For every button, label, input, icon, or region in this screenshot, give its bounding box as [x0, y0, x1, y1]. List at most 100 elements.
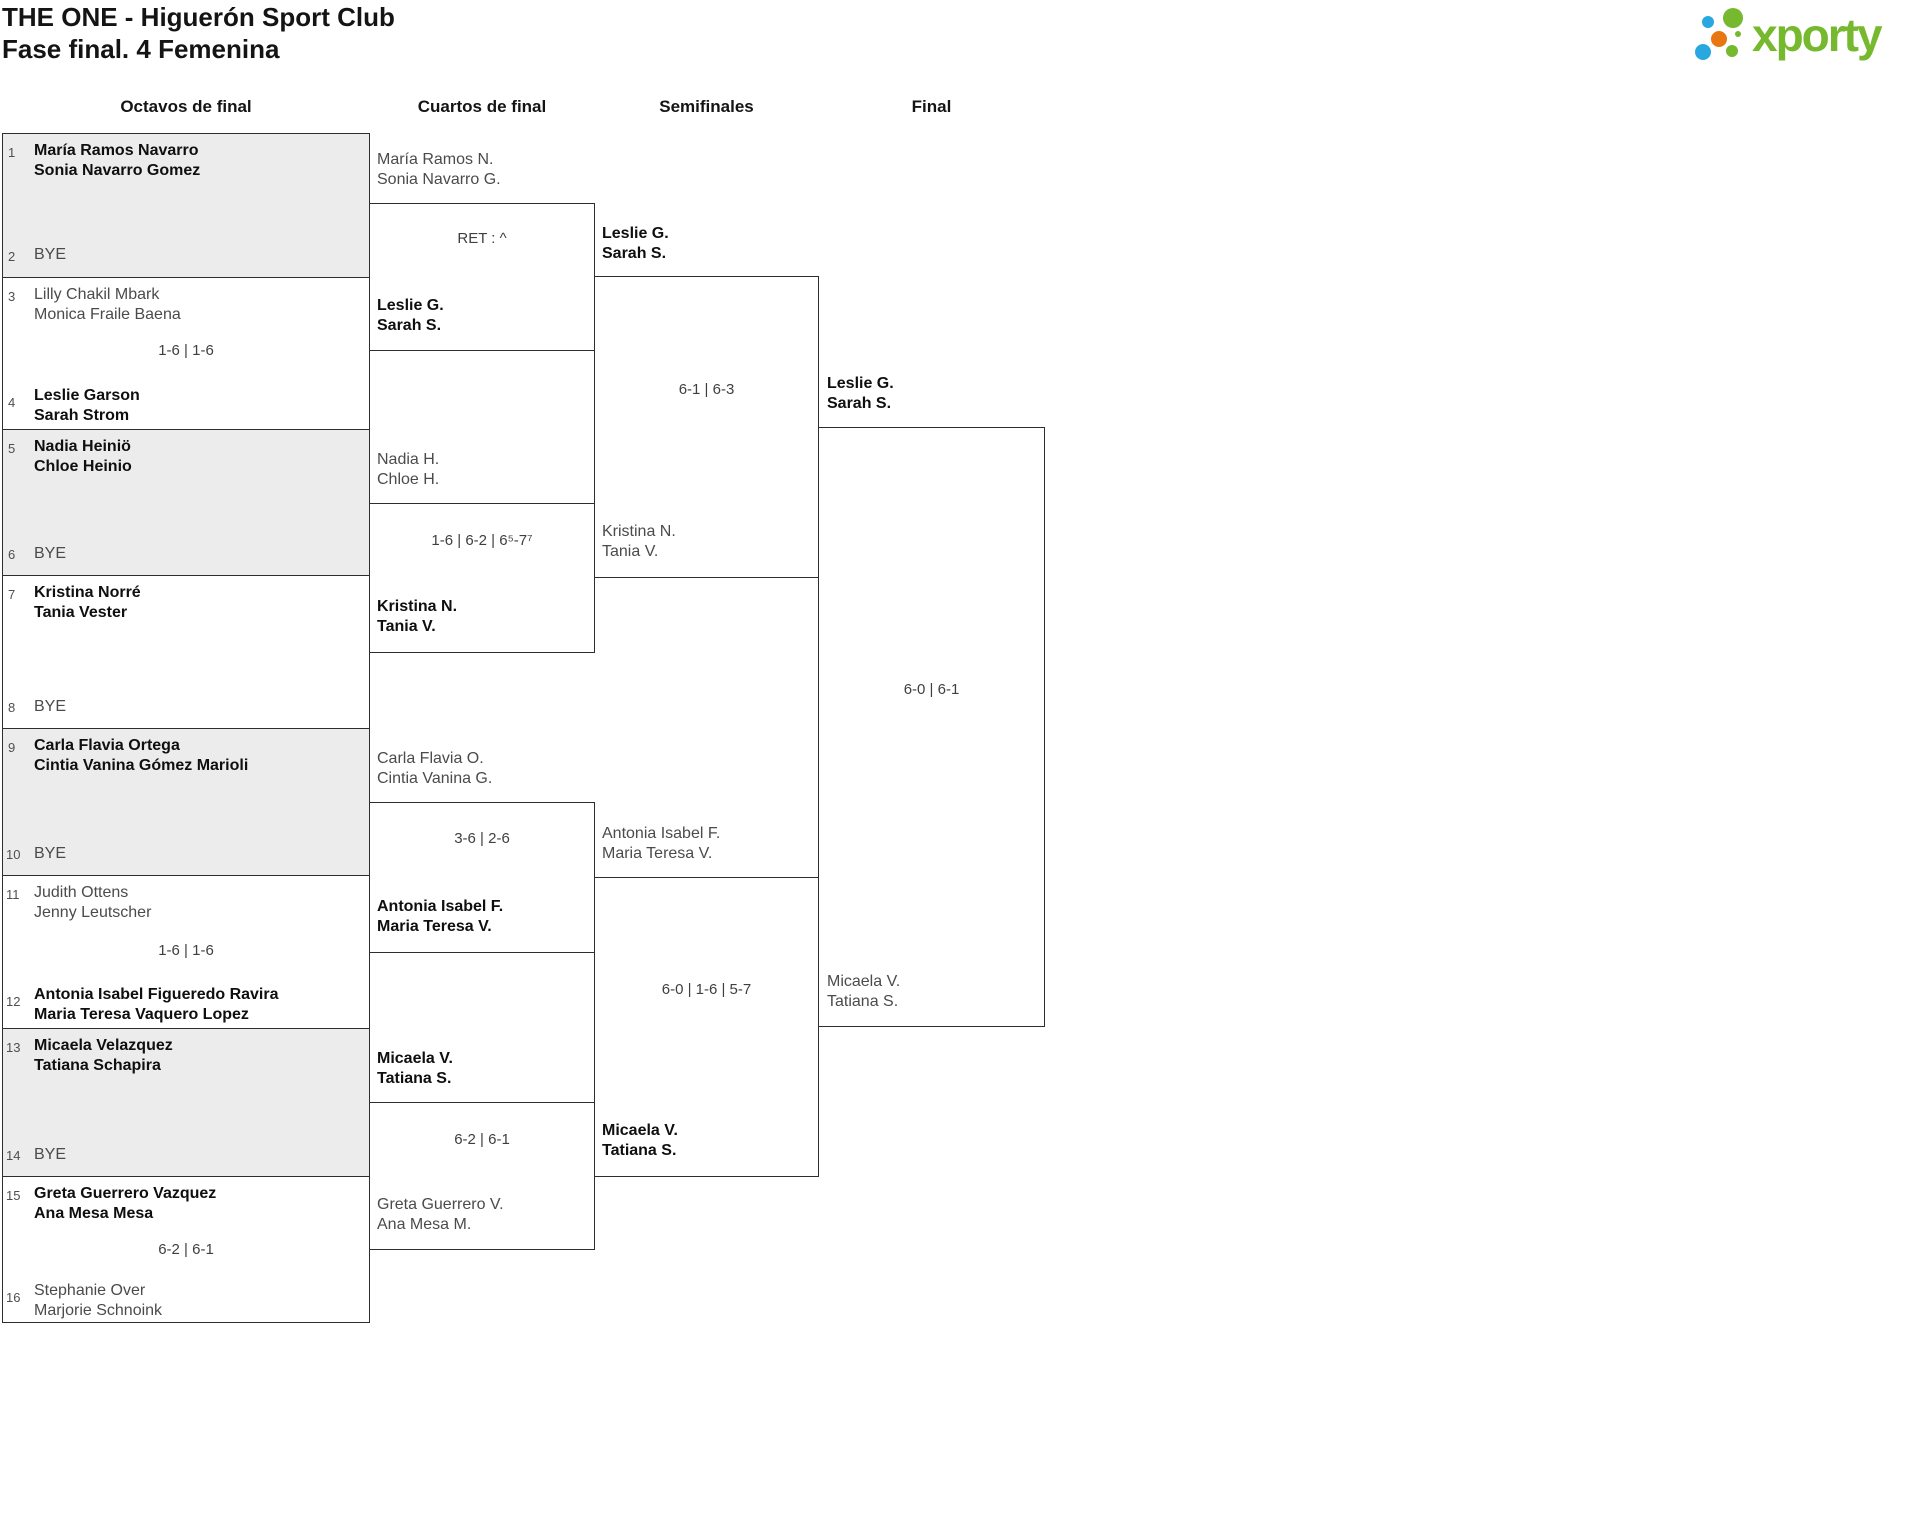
- player-name: Stephanie Over: [34, 1282, 146, 1299]
- player-name: Chloe Heinio: [34, 458, 132, 475]
- logo-dot-blue-small: [1702, 16, 1714, 28]
- player-name: Micaela V.: [377, 1050, 453, 1067]
- team-pair: Lilly Chakil Mbark Monica Fraile Baena: [34, 285, 181, 325]
- player-name: Judith Ottens: [34, 884, 129, 901]
- bye-label: BYE: [34, 545, 67, 562]
- player-name: Carla Flavia O.: [377, 750, 484, 767]
- seed-number: 7: [8, 587, 16, 602]
- player-name: Leslie Garson: [34, 387, 140, 404]
- player-name: Leslie G.: [827, 375, 894, 392]
- seed-number: 14: [6, 1148, 21, 1163]
- player-name: María Ramos Navarro: [34, 142, 199, 159]
- player-name: Cintia Vanina G.: [377, 770, 493, 787]
- r16-match-2-box: [2, 277, 370, 430]
- player-name: Tatiana Schapira: [34, 1057, 161, 1074]
- team-pair: Antonia Isabel F. Maria Teresa V.: [602, 824, 720, 864]
- player-name: Micaela V.: [827, 973, 901, 990]
- seed-number: 9: [8, 740, 16, 755]
- seed-number: 3: [8, 289, 16, 304]
- player-name: Antonia Isabel F.: [602, 825, 721, 842]
- team-pair: Greta Guerrero Vazquez Ana Mesa Mesa: [34, 1184, 216, 1224]
- bye-label: BYE: [34, 698, 67, 715]
- player-name: Sonia Navarro G.: [377, 171, 501, 188]
- match-score: 6-0 | 6-1: [903, 681, 960, 698]
- player-name: Maria Teresa V.: [377, 918, 492, 935]
- player-name: Leslie G.: [377, 297, 444, 314]
- player-name: Sarah Strom: [34, 407, 130, 424]
- xporty-logo[interactable]: xporty: [1690, 5, 1920, 75]
- team-pair: Leslie G. Sarah S.: [602, 224, 669, 264]
- player-name: Ana Mesa Mesa: [34, 1205, 154, 1222]
- match-score: 6-2 | 6-1: [158, 1241, 214, 1258]
- player-name: Tatiana S.: [827, 993, 899, 1010]
- match-score: 6-0 | 1-6 | 5-7: [661, 981, 752, 998]
- team-pair: Carla Flavia Ortega Cintia Vanina Gómez …: [34, 736, 248, 776]
- r16-match-8-box: [2, 1176, 370, 1323]
- player-name: Sarah S.: [827, 395, 892, 412]
- player-name: Sonia Navarro Gomez: [34, 162, 201, 179]
- player-name: Maria Teresa V.: [602, 845, 713, 862]
- player-name: Micaela Velazquez: [34, 1037, 173, 1054]
- match-score: 1-6 | 6-2 | 6⁵-7⁷: [431, 532, 533, 549]
- team-pair: Judith Ottens Jenny Leutscher: [34, 883, 151, 923]
- bye-label: BYE: [34, 845, 67, 862]
- team-pair: Micaela V. Tatiana S.: [377, 1049, 453, 1089]
- player-name: Tatiana S.: [377, 1070, 452, 1087]
- team-pair: Nadia H. Chloe H.: [377, 450, 439, 490]
- logo-dot-green-tiny: [1735, 31, 1741, 37]
- sf-match-2-box: [594, 877, 819, 1177]
- player-name: Sarah S.: [602, 245, 667, 262]
- seed-number: 8: [8, 700, 16, 715]
- player-name: Monica Fraile Baena: [34, 306, 181, 323]
- r16-match-4-box: [2, 575, 370, 729]
- player-name: Tania V.: [377, 618, 436, 635]
- qf-match-2-box: [369, 503, 595, 653]
- player-name: Cintia Vanina Gómez Marioli: [34, 757, 249, 774]
- qf-match-1-box: [369, 203, 595, 351]
- team-pair: Micaela Velazquez Tatiana Schapira: [34, 1036, 173, 1076]
- match-score: 1-6 | 1-6: [158, 942, 214, 959]
- team-pair: Leslie G. Sarah S.: [827, 374, 894, 414]
- team-pair: Micaela V. Tatiana S.: [602, 1121, 678, 1161]
- seed-number: 4: [8, 395, 16, 410]
- player-name: Micaela V.: [602, 1122, 678, 1139]
- team-pair: Greta Guerrero V. Ana Mesa M.: [377, 1195, 504, 1235]
- bye-label: BYE: [34, 1146, 67, 1163]
- match-score: 6-2 | 6-1: [454, 1131, 510, 1148]
- player-name: Carla Flavia Ortega: [34, 737, 180, 754]
- match-score: 1-6 | 1-6: [158, 342, 214, 359]
- round-header-cuartos: Cuartos de final: [417, 97, 547, 116]
- seed-number: 11: [6, 887, 20, 902]
- team-pair: Leslie Garson Sarah Strom: [34, 386, 140, 426]
- logo-dot-green-small: [1726, 45, 1738, 57]
- round-header-semifinales: Semifinales: [659, 97, 754, 116]
- player-name: Sarah S.: [377, 317, 442, 334]
- player-name: Tania Vester: [34, 604, 128, 621]
- r16-match-6-box: [2, 875, 370, 1029]
- final-match-box: [818, 427, 1045, 1027]
- match-score: 6-1 | 6-3: [678, 381, 735, 398]
- player-name: Antonia Isabel Figueredo Ravira: [34, 986, 279, 1003]
- qf-match-4-box: [369, 1102, 595, 1250]
- team-pair: María Ramos Navarro Sonia Navarro Gomez: [34, 141, 200, 181]
- team-pair: Stephanie Over Marjorie Schnoink: [34, 1281, 162, 1321]
- team-pair: Leslie G. Sarah S.: [377, 296, 444, 336]
- player-name: Lilly Chakil Mbark: [34, 286, 160, 303]
- player-name: María Ramos N.: [377, 151, 494, 168]
- player-name: Maria Teresa Vaquero Lopez: [34, 1006, 249, 1023]
- seed-number: 1: [8, 145, 16, 160]
- round-header-final: Final: [911, 97, 952, 116]
- round-header-octavos: Octavos de final: [120, 97, 252, 116]
- team-pair: Antonia Isabel F. Maria Teresa V.: [377, 897, 503, 937]
- player-name: Chloe H.: [377, 471, 440, 488]
- team-pair: Antonia Isabel Figueredo Ravira Maria Te…: [34, 985, 279, 1025]
- seed-number: 10: [6, 847, 21, 862]
- player-name: Greta Guerrero Vazquez: [34, 1185, 217, 1202]
- seed-number: 16: [6, 1290, 21, 1305]
- player-name: Tatiana S.: [602, 1142, 677, 1159]
- team-pair: Micaela V. Tatiana S.: [827, 972, 900, 1012]
- seed-number: 5: [8, 441, 16, 456]
- seed-number: 2: [8, 249, 16, 264]
- logo-wordmark: xporty: [1752, 9, 1883, 61]
- page-title: THE ONE - Higuerón Sport Club: [2, 2, 395, 32]
